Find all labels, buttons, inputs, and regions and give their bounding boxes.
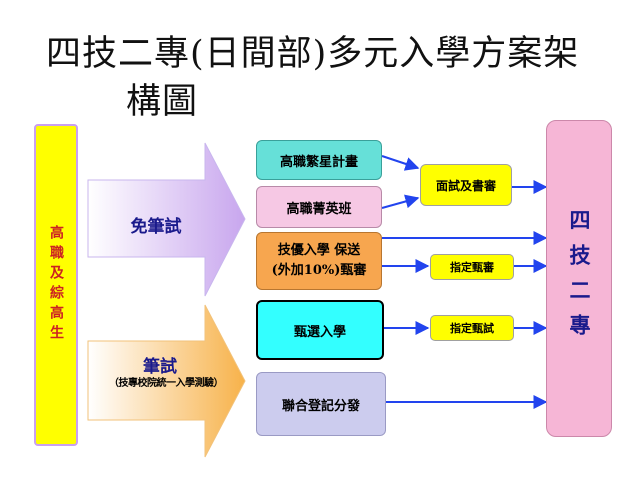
designated-review-label: 指定甄審 (450, 261, 494, 274)
slide-title: 四技二專(日間部)多元入學方案架 構圖 (46, 30, 606, 126)
connector-elite-interview (381, 194, 420, 209)
designated-review-box: 指定甄審 (430, 254, 514, 280)
title-line-2: 構圖 (126, 82, 199, 122)
skills-admission-box: 技優入學 保送 (外加10%)甄審 (256, 232, 382, 290)
skills-admission-line1: 技優入學 保送 (277, 243, 361, 258)
left-bar: 高職及綜高生 (34, 124, 78, 446)
selection-admission-label: 甄選入學 (293, 324, 346, 340)
skills-admission-line2: (外加10%)甄審 (271, 263, 367, 278)
designated-test-box: 指定甄試 (430, 315, 514, 341)
interview-review-box: 面試及書審 (420, 164, 512, 206)
joint-distribution-box: 聯合登記分發 (256, 372, 386, 436)
title-line-1: 四技二專(日間部)多元入學方案架 (46, 34, 580, 74)
interview-review-label: 面試及書審 (435, 178, 496, 193)
exam-label: 筆試 (143, 357, 177, 377)
no-exam-label: 免筆試 (130, 217, 182, 237)
elite-class-box: 高職菁英班 (256, 186, 382, 228)
left-bar-label: 高職及綜高生 (48, 225, 64, 345)
joint-distribution-label: 聯合登記分發 (281, 398, 360, 414)
exam-arrow (87, 304, 246, 458)
right-bar-label: 四技二專 (567, 208, 592, 349)
elite-class-label: 高職菁英班 (286, 201, 352, 217)
exam-sublabel: （技專校院統一入學測驗） (109, 378, 224, 389)
no-exam-arrow (87, 142, 246, 297)
connector-stars-interview (381, 155, 420, 171)
stars-program-box: 高職繁星計畫 (256, 140, 382, 180)
stars-program-label: 高職繁星計畫 (279, 154, 358, 170)
designated-test-label: 指定甄試 (450, 322, 494, 335)
right-bar: 四技二專 (546, 120, 612, 437)
selection-admission-box: 甄選入學 (256, 300, 384, 360)
